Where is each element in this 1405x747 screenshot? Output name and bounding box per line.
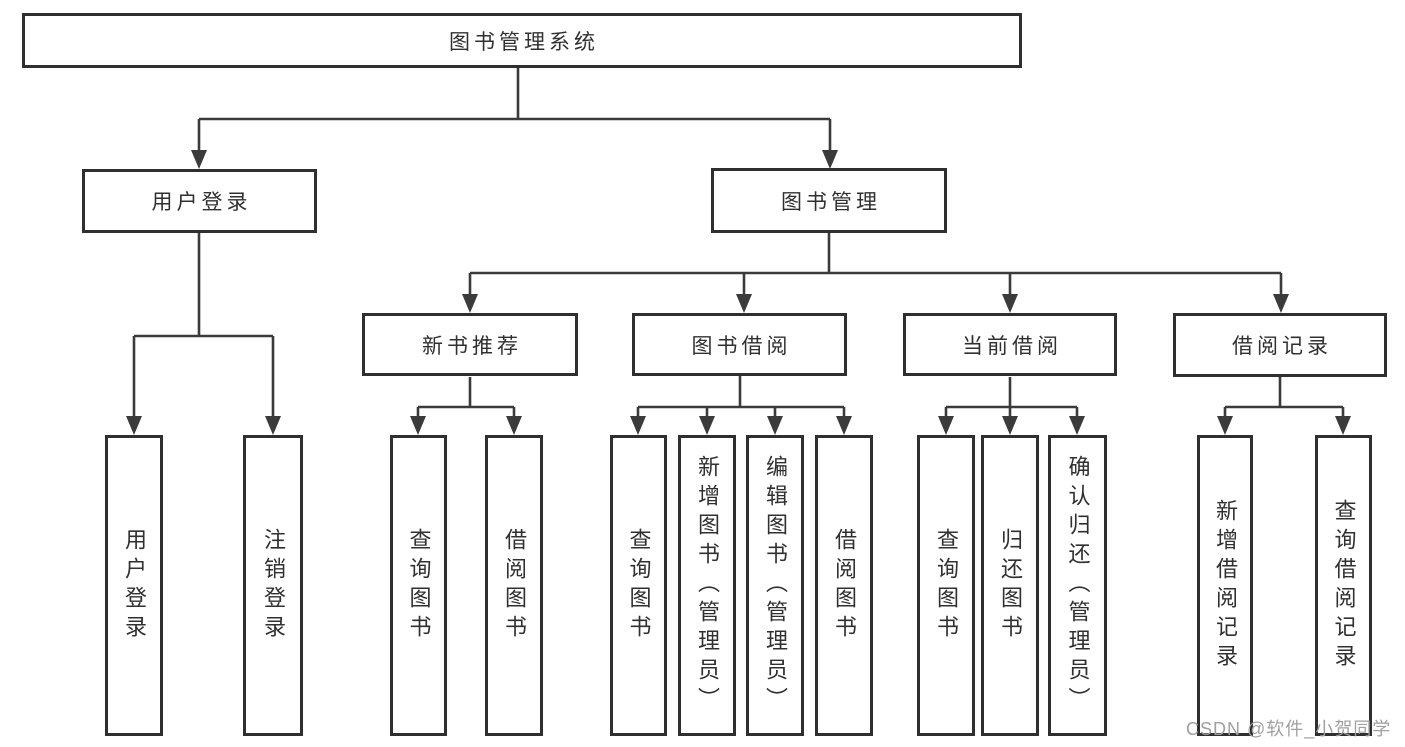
node-label: 借阅图书: [832, 527, 857, 644]
node-leaf-user-login: 用户登录: [105, 435, 163, 736]
arrowhead-icon: [265, 416, 281, 435]
node-label: 借阅记录: [1232, 335, 1332, 358]
node-label: 注销登录: [261, 527, 286, 644]
arrowhead-icon: [630, 416, 646, 435]
node-book-management: 图书管理: [711, 168, 947, 233]
node-label: 用户登录: [151, 191, 252, 214]
arrowhead-icon: [410, 416, 426, 435]
arrowhead-icon: [126, 416, 142, 435]
arrowhead-icon: [1002, 416, 1018, 435]
node-leaf-edit-books-admin: 编辑图书（管理员）: [746, 435, 804, 736]
arrowhead-icon: [1069, 416, 1085, 435]
connector-path-record: [1223, 377, 1345, 418]
node-borrow-record: 借阅记录: [1173, 313, 1387, 377]
node-leaf-query-borrow-record: 查询借阅记录: [1315, 435, 1372, 736]
arrowhead-icon: [1002, 294, 1018, 313]
arrowhead-icon: [736, 294, 752, 313]
arrowhead-icon: [506, 416, 522, 435]
arrowhead-icon: [1335, 416, 1351, 435]
connector-path-borrow: [636, 376, 846, 418]
node-label: 借阅图书: [502, 527, 527, 644]
node-label: 图书借阅: [691, 334, 792, 358]
node-label: 新书推荐: [422, 334, 522, 358]
node-label: 图书管理系统: [449, 30, 599, 54]
connector-path-mgmt: [468, 233, 1283, 296]
node-label: 查询借阅记录: [1331, 498, 1357, 673]
node-book-borrow: 图书借阅: [632, 313, 847, 376]
node-label: 查询图书: [406, 527, 432, 644]
arrowhead-icon: [822, 150, 838, 169]
node-label: 新增图书（管理员）: [695, 455, 720, 716]
arrowhead-icon: [767, 416, 783, 435]
node-user-login: 用户登录: [82, 169, 317, 233]
arrowhead-icon: [1273, 294, 1289, 313]
node-label: 图书管理: [781, 190, 881, 214]
connector-path-newbook: [416, 377, 516, 418]
node-label: 归还图书: [998, 527, 1023, 644]
node-label: 查询图书: [934, 527, 959, 644]
node-leaf-add-borrow-record: 新增借阅记录: [1197, 435, 1253, 736]
node-leaf-query-books-newbook: 查询图书: [390, 435, 447, 736]
node-leaf-logout: 注销登录: [243, 435, 303, 736]
node-leaf-add-books-admin: 新增图书（管理员）: [678, 435, 736, 736]
csdn-watermark: CSDN @软件_小贺同学: [1186, 719, 1392, 739]
node-label: 查询图书: [626, 527, 652, 644]
node-leaf-confirm-return-admin: 确认归还（管理员）: [1048, 435, 1107, 736]
node-leaf-return-books: 归还图书: [981, 435, 1039, 736]
arrowhead-icon: [938, 416, 954, 435]
node-library-management-system: 图书管理系统: [22, 13, 1022, 68]
node-leaf-borrow-books: 借阅图书: [815, 435, 873, 736]
node-label: 新增借阅记录: [1213, 498, 1238, 673]
connector-path-root: [197, 68, 832, 152]
node-leaf-query-books-current: 查询图书: [917, 435, 975, 736]
node-label: 用户登录: [122, 527, 147, 644]
node-leaf-query-books-borrow: 查询图书: [610, 435, 667, 736]
arrowhead-icon: [699, 416, 715, 435]
arrowhead-icon: [1217, 416, 1233, 435]
node-label: 确认归还（管理员）: [1065, 455, 1091, 716]
node-leaf-borrow-books-newbook: 借阅图书: [485, 435, 543, 736]
node-label: 当前借阅: [962, 334, 1062, 358]
node-label: 编辑图书（管理员）: [763, 455, 788, 716]
arrowhead-icon: [462, 294, 478, 313]
node-current-borrow: 当前借阅: [903, 313, 1117, 376]
arrowhead-icon: [191, 150, 207, 169]
arrowheads: [126, 150, 1351, 435]
arrowhead-icon: [836, 416, 852, 435]
node-new-book-recommend: 新书推荐: [362, 313, 578, 376]
connector-path-current: [944, 377, 1079, 418]
connector-path-login: [132, 233, 275, 418]
